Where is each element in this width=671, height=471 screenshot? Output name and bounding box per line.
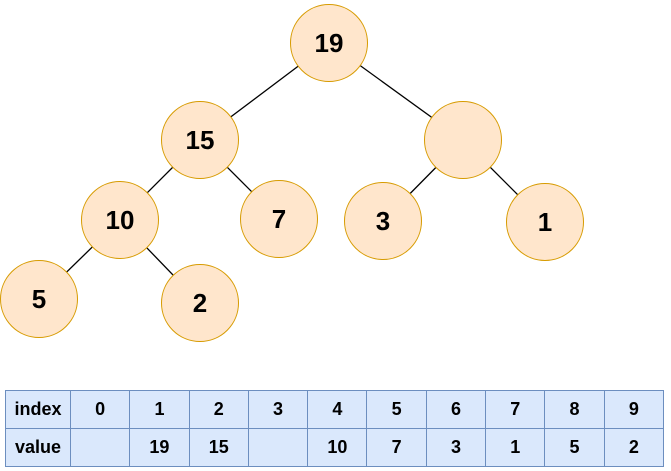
table-cell-value-4: 10 [308, 429, 368, 467]
table-row-header-value: value [6, 429, 71, 467]
tree-node-label: 10 [105, 204, 135, 235]
table-cell-index-4: 4 [308, 391, 368, 429]
table-cell-index-2: 2 [189, 391, 249, 429]
table-cell-value-1: 19 [130, 429, 190, 467]
tree-node-label: 2 [192, 287, 208, 318]
tree-node-2: 2 [161, 264, 239, 342]
tree-node-1: 1 [506, 183, 584, 261]
tree-node-15: 15 [161, 101, 239, 179]
tree-node-7: 7 [240, 180, 318, 258]
table-cell-index-0: 0 [71, 391, 131, 429]
table-cell-value-5: 7 [367, 429, 427, 467]
tree-node-3: 3 [344, 182, 422, 260]
table-cell-value-3 [248, 429, 309, 467]
table-cell-index-3: 3 [248, 391, 309, 429]
table-cell-index-6: 6 [426, 391, 487, 429]
table-cell-value-0 [71, 429, 131, 467]
tree-node-label: 1 [537, 206, 553, 237]
table-cell-value-8: 5 [545, 429, 605, 467]
table-cell-value-7: 1 [486, 429, 546, 467]
table-cell-index-1: 1 [130, 391, 190, 429]
table-cell-index-9: 9 [604, 391, 664, 429]
tree-node-blank [424, 101, 502, 179]
table-cell-value-2: 15 [189, 429, 249, 467]
tree-node-label: 19 [314, 27, 344, 58]
tree-node-label: 7 [271, 203, 287, 234]
table-row-header-index: index [6, 391, 71, 429]
table-cell-index-8: 8 [545, 391, 605, 429]
table-cell-value-6: 3 [426, 429, 487, 467]
tree-node-10: 10 [81, 181, 159, 259]
table-cell-index-7: 7 [486, 391, 546, 429]
table-cell-index-5: 5 [367, 391, 427, 429]
tree-node-label: 5 [31, 283, 47, 314]
tree-node-label: 15 [185, 124, 215, 155]
tree-node-5: 5 [0, 260, 78, 338]
table-cell-value-9: 2 [604, 429, 664, 467]
tree-node-label: 3 [375, 205, 391, 236]
tree-node-19: 19 [290, 4, 368, 82]
